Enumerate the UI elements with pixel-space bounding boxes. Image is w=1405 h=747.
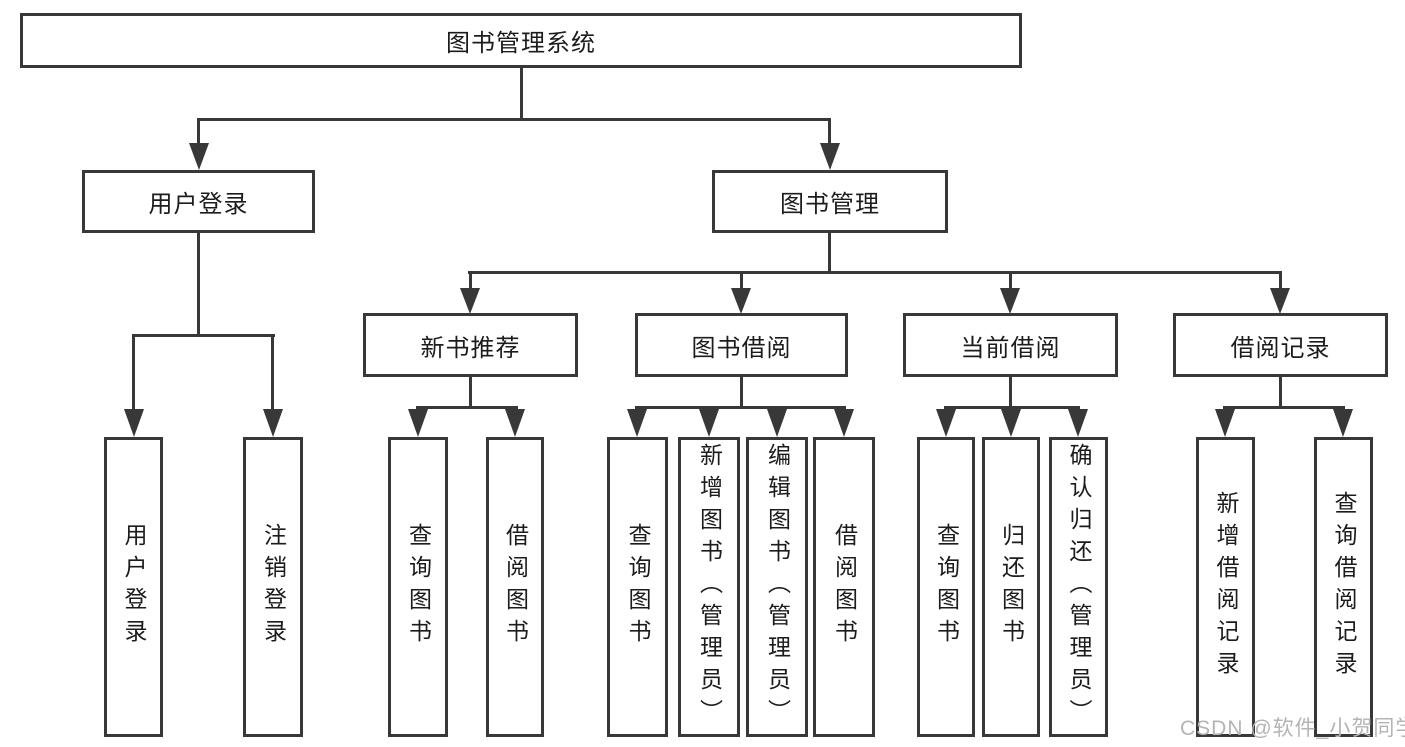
node-root: 图书管理系统 [20,13,1022,68]
arrow-down-icon [699,409,719,437]
connector-line [740,377,743,409]
node-user-login: 用户登录 [82,170,315,233]
connector-line [132,334,275,337]
connector-line [828,233,831,274]
leaf-add-books-admin: 新增图书（管理员） [678,437,740,737]
connector-line [1009,271,1012,291]
leaf-query-borrow-record: 查询借阅记录 [1314,437,1373,737]
connector-line [1223,406,1345,409]
arrow-down-icon [820,143,840,170]
arrow-down-icon [505,409,525,437]
connector-line [828,118,831,146]
leaf-edit-books-admin: 编辑图书（管理员） [746,437,808,737]
node-new-book-recommend: 新书推荐 [363,313,578,377]
connector-line [197,118,831,121]
csdn-watermark: CSDN @软件_小贺同学 [1180,717,1405,740]
connector-line [416,406,518,409]
connector-line [740,271,743,291]
connector-line [520,68,523,118]
connector-line [132,334,135,410]
leaf-borrow-books-recommend: 借阅图书 [486,437,544,737]
arrow-down-icon [408,409,428,437]
leaf-borrow-books: 借阅图书 [813,437,875,737]
arrow-down-icon [263,409,283,437]
connector-line [1279,271,1282,291]
leaf-logout: 注销登录 [243,437,303,737]
arrow-down-icon [1001,409,1021,437]
arrow-down-icon [627,409,647,437]
leaf-query-books-recommend: 查询图书 [388,437,448,737]
leaf-return-books: 归还图书 [982,437,1040,737]
connector-line [1279,377,1282,409]
arrow-down-icon [936,409,956,437]
arrow-down-icon [1215,409,1235,437]
leaf-add-borrow-record: 新增借阅记录 [1196,437,1255,737]
leaf-user-login: 用户登录 [104,437,163,737]
arrow-down-icon [189,143,209,170]
connector-line [271,334,274,410]
connector-line [197,118,200,146]
arrow-down-icon [1000,288,1020,314]
arrow-down-icon [460,288,480,314]
arrow-down-icon [124,409,144,437]
node-book-management: 图书管理 [712,170,948,233]
leaf-query-books-current: 查询图书 [917,437,975,737]
connector-line [197,233,200,337]
connector-line [469,271,472,291]
connector-line [1009,377,1012,409]
node-current-borrow: 当前借阅 [903,313,1118,377]
node-borrow-records: 借阅记录 [1173,313,1388,377]
leaf-query-books-borrow: 查询图书 [607,437,668,737]
arrow-down-icon [834,409,854,437]
leaf-confirm-return-admin: 确认归还（管理员） [1049,437,1108,737]
arrow-down-icon [767,409,787,437]
arrow-down-icon [1333,409,1353,437]
connector-line [635,406,846,409]
connector-line [469,377,472,409]
node-book-borrow: 图书借阅 [635,313,848,377]
arrow-down-icon [731,288,751,314]
connector-line [944,406,1080,409]
arrow-down-icon [1068,409,1088,437]
arrow-down-icon [1270,288,1290,314]
connector-line [468,271,1282,274]
